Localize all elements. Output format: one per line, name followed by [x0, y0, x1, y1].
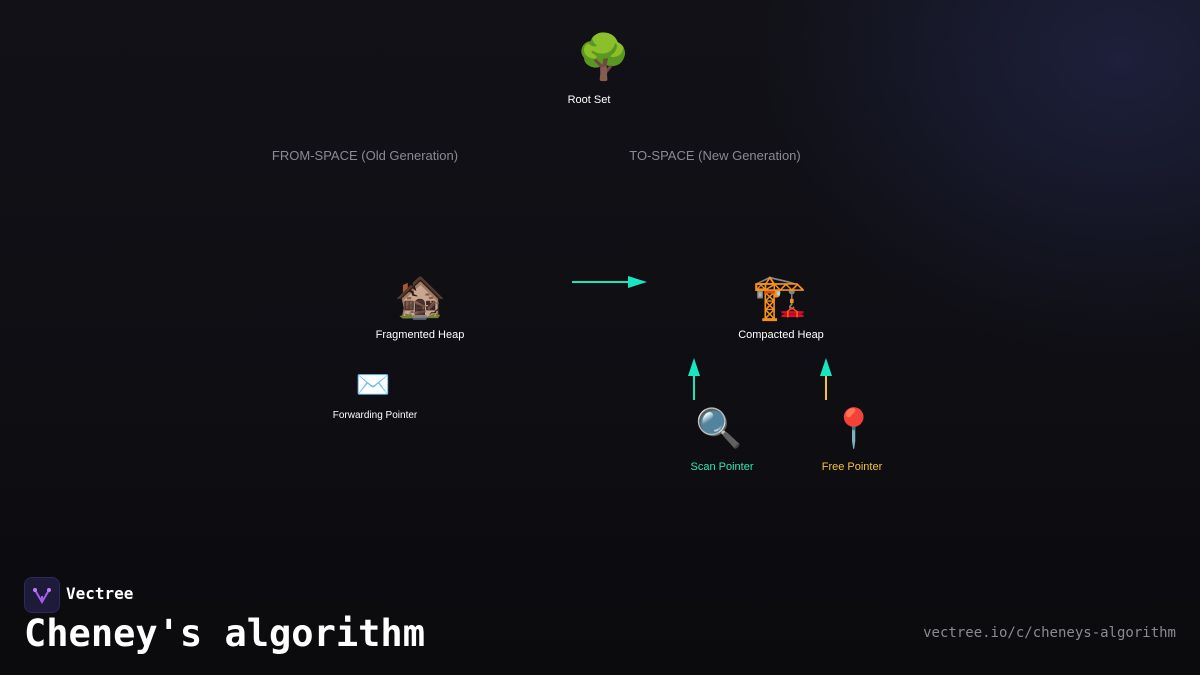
page-url[interactable]: vectree.io/c/cheneys-algorithm	[923, 625, 1176, 641]
vectree-logo-icon	[24, 577, 60, 613]
compacted-heap-label: Compacted Heap	[738, 329, 824, 341]
brand-name: Vectree	[66, 584, 134, 603]
construction-crane-icon: 🏗️	[752, 272, 807, 323]
envelope-icon: ✉️	[355, 368, 391, 401]
page-title: Cheney's algorithm	[24, 612, 425, 655]
fragmented-heap-label: Fragmented Heap	[375, 329, 465, 341]
tree-icon: 🌳	[576, 32, 631, 83]
to-space-label: TO-SPACE (New Generation)	[629, 148, 801, 163]
derelict-house-icon: 🏚️	[394, 272, 447, 321]
pin-icon: 📍	[830, 406, 878, 450]
scan-pointer-arrow	[688, 358, 700, 400]
copy-arrow	[572, 276, 647, 288]
forwarding-pointer-label: Forwarding Pointer	[332, 410, 418, 421]
root-set-label: Root Set	[567, 94, 611, 106]
free-pointer-label: Free Pointer	[821, 461, 883, 473]
magnifier-icon: 🔍	[695, 406, 743, 450]
free-pointer-arrow	[820, 358, 832, 400]
from-space-label: FROM-SPACE (Old Generation)	[271, 148, 459, 163]
scan-pointer-label: Scan Pointer	[690, 461, 754, 473]
